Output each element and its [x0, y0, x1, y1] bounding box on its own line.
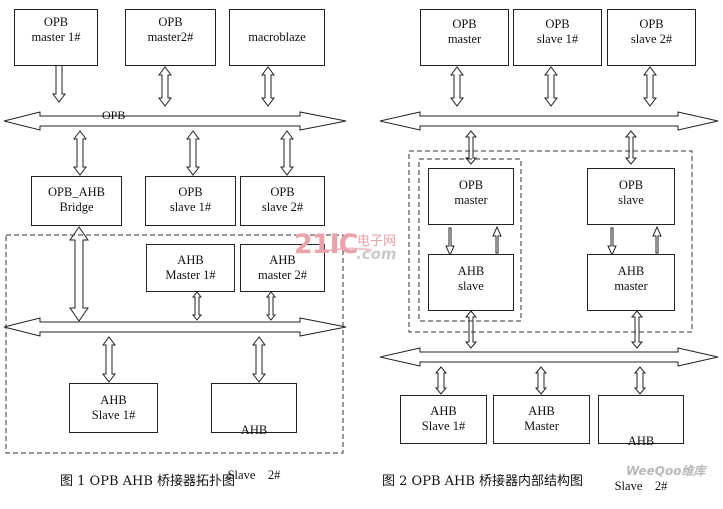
- diagram-canvas: [3, 56, 719, 454]
- weeqoo-watermark: WeeQoo维库: [626, 464, 706, 478]
- f2-arrow-bus-ahbmaster: [534, 366, 548, 395]
- f1-opb-master1-line1: OPB: [43, 15, 69, 29]
- f1-opb-bus: [3, 111, 347, 131]
- f2-ahb-master-line1: AHB: [528, 404, 555, 418]
- f2-arrow-slave1-bus: [544, 66, 558, 107]
- f2-inner-ahb-slave-box: AHB slave: [428, 254, 514, 311]
- f2-inner-ahb-master-line2: master: [614, 279, 648, 293]
- f2-inner-opb-master-line2: master: [454, 193, 488, 207]
- f1-opb-slave1-line1: OPB: [178, 185, 203, 199]
- f2-opb-slave2-line1: OPB: [639, 17, 664, 31]
- f1-opb-slave2-line1: OPB: [270, 185, 295, 199]
- figure1-caption: 图 1 OPB AHB 桥接器拓扑图: [60, 474, 236, 489]
- f1-opb-master1-line2: master 1#: [31, 30, 81, 44]
- f2-ahb-slave2-line1: AHB: [627, 434, 655, 448]
- f2-arrow-slave2-bus: [643, 66, 657, 107]
- f1-bridge-line2: Bridge: [59, 200, 94, 214]
- f1-ahb-slave2-box: AHB Slave 2#: [211, 383, 297, 482]
- f2-opb-slave2-line2: slave 2#: [630, 32, 673, 46]
- f2-inner-ahb-slave-line1: AHB: [457, 264, 485, 278]
- f2-arrow-master-bus: [450, 66, 464, 107]
- f1-bridge-line1: OPB_AHB: [48, 185, 105, 199]
- f2-inner-opb-slave-box: OPB slave: [587, 168, 675, 225]
- f2-ahb-bus: [379, 347, 719, 367]
- f2-arrow-inner-ahbm-bus: [630, 310, 644, 349]
- f1-ahb-master2-line1: AHB: [269, 253, 296, 267]
- f1-arrow-bridge-ahb: [69, 226, 89, 322]
- f1-arrow-bus-slave2: [280, 130, 294, 176]
- logo-21ic-cn-watermark: 电子网: [357, 234, 397, 249]
- f2-arrow-bus-ahbs2: [633, 366, 647, 395]
- f2-opb-slave2-box: OPB slave 2#: [607, 9, 696, 66]
- f1-ahb-slave1-line2: Slave 1#: [91, 408, 136, 422]
- f2-ahb-master-box: AHB Master: [493, 395, 590, 444]
- f1-opb-slave1-line2: slave 1#: [169, 200, 212, 214]
- f1-opb-slave2-line2: slave 2#: [261, 200, 304, 214]
- f1-opb-master2-line2: master2#: [147, 30, 194, 44]
- f2-arrow-ahbs-to-opbm: [492, 225, 502, 254]
- f1-arrow-ahbm2-bus: [265, 291, 277, 321]
- f2-ahb-slave2-box: AHB Slave 2#: [598, 395, 684, 493]
- f1-macroblaze-box: macroblaze: [229, 9, 325, 66]
- f2-arrow-opbm-to-ahbs: [445, 227, 455, 257]
- f1-opb-master2-box: OPB master2#: [125, 9, 216, 66]
- f1-ahb-master1-line2: Master 1#: [165, 268, 216, 282]
- f2-arrow-inner-ahbs-bus: [464, 310, 478, 349]
- f1-opb-slave2-box: OPB slave 2#: [240, 176, 325, 226]
- f2-opb-bus: [379, 111, 719, 131]
- f2-opb-slave1-box: OPB slave 1#: [513, 9, 602, 66]
- f1-bridge-box: OPB_AHB Bridge: [31, 176, 122, 226]
- f1-ahb-slave1-box: AHB Slave 1#: [69, 383, 158, 433]
- f2-bridge-inner-dashed-box: [418, 158, 522, 322]
- f1-opb-master1-box: OPB master 1#: [14, 9, 98, 66]
- f1-ahb-slave1-line1: AHB: [100, 393, 127, 407]
- f1-macroblaze-label: macroblaze: [248, 30, 306, 44]
- f2-ahb-master-line2: Master: [524, 419, 559, 433]
- f2-inner-ahb-master-box: AHB master: [587, 254, 675, 311]
- f1-ahb-master1-box: AHB Master 1#: [146, 244, 235, 292]
- f2-inner-ahb-slave-line2: slave: [458, 279, 484, 293]
- figure2-caption: 图 2 OPB AHB 桥接器内部结构图: [382, 474, 584, 489]
- f2-arrow-bus-inner-opbm: [464, 130, 478, 165]
- f1-arrow-bus-ahbs2: [252, 336, 266, 383]
- f1-arrow-master2-bus: [158, 66, 172, 107]
- f2-ahb-slave2-line2: Slave 2#: [614, 479, 668, 493]
- f2-inner-opb-slave-line2: slave: [618, 193, 644, 207]
- f1-arrow-bus-bridge: [73, 130, 87, 176]
- f2-inner-opb-master-box: OPB master: [428, 168, 514, 225]
- f1-ahb-slave2-line2: Slave 2#: [227, 468, 281, 482]
- f2-inner-opb-slave-line1: OPB: [618, 178, 644, 192]
- f1-arrow-ahbm1-bus: [191, 291, 203, 321]
- f2-opb-master-line2: master: [447, 32, 482, 46]
- f2-arrow-opbs-to-ahbm: [607, 227, 617, 257]
- f1-opb-bus-label: OPB: [102, 108, 126, 122]
- f1-ahb-master2-line2: master 2#: [258, 268, 307, 282]
- f1-ahb-slave2-line1: AHB: [240, 423, 268, 437]
- logo-21ic-com-watermark: .com: [356, 245, 397, 263]
- f2-arrow-ahbm-to-opbs: [652, 225, 662, 254]
- f2-opb-slave1-line1: OPB: [545, 17, 570, 31]
- f1-opb-master2-line1: OPB: [158, 15, 183, 29]
- f1-ahb-master1-line1: AHB: [177, 253, 204, 267]
- f2-arrow-bus-inner-opbs: [624, 130, 638, 165]
- f1-ahb-master2-box: AHB master 2#: [240, 244, 325, 292]
- f2-inner-ahb-master-line1: AHB: [617, 264, 645, 278]
- f1-ahb-domain-dashed-box: [5, 234, 344, 454]
- f2-ahb-slave1-line2: Slave 1#: [421, 419, 466, 433]
- f1-ahb-bus: [3, 317, 347, 337]
- f2-ahb-slave1-box: AHB Slave 1#: [400, 395, 487, 444]
- f1-arrow-bus-slave1: [186, 130, 200, 176]
- f1-opb-slave1-box: OPB slave 1#: [145, 176, 236, 226]
- f2-opb-slave1-line2: slave 1#: [536, 32, 579, 46]
- f1-arrow-bus-ahbs1: [102, 336, 116, 383]
- f2-opb-master-box: OPB master: [420, 9, 509, 66]
- f2-arrow-bus-ahbs1: [434, 366, 448, 395]
- f2-inner-opb-master-line1: OPB: [458, 178, 484, 192]
- f1-arrow-macroblaze-bus: [261, 66, 275, 107]
- logo-21ic-watermark: 21IC: [294, 229, 358, 260]
- f2-opb-master-line1: OPB: [452, 17, 477, 31]
- f2-ahb-slave1-line1: AHB: [430, 404, 457, 418]
